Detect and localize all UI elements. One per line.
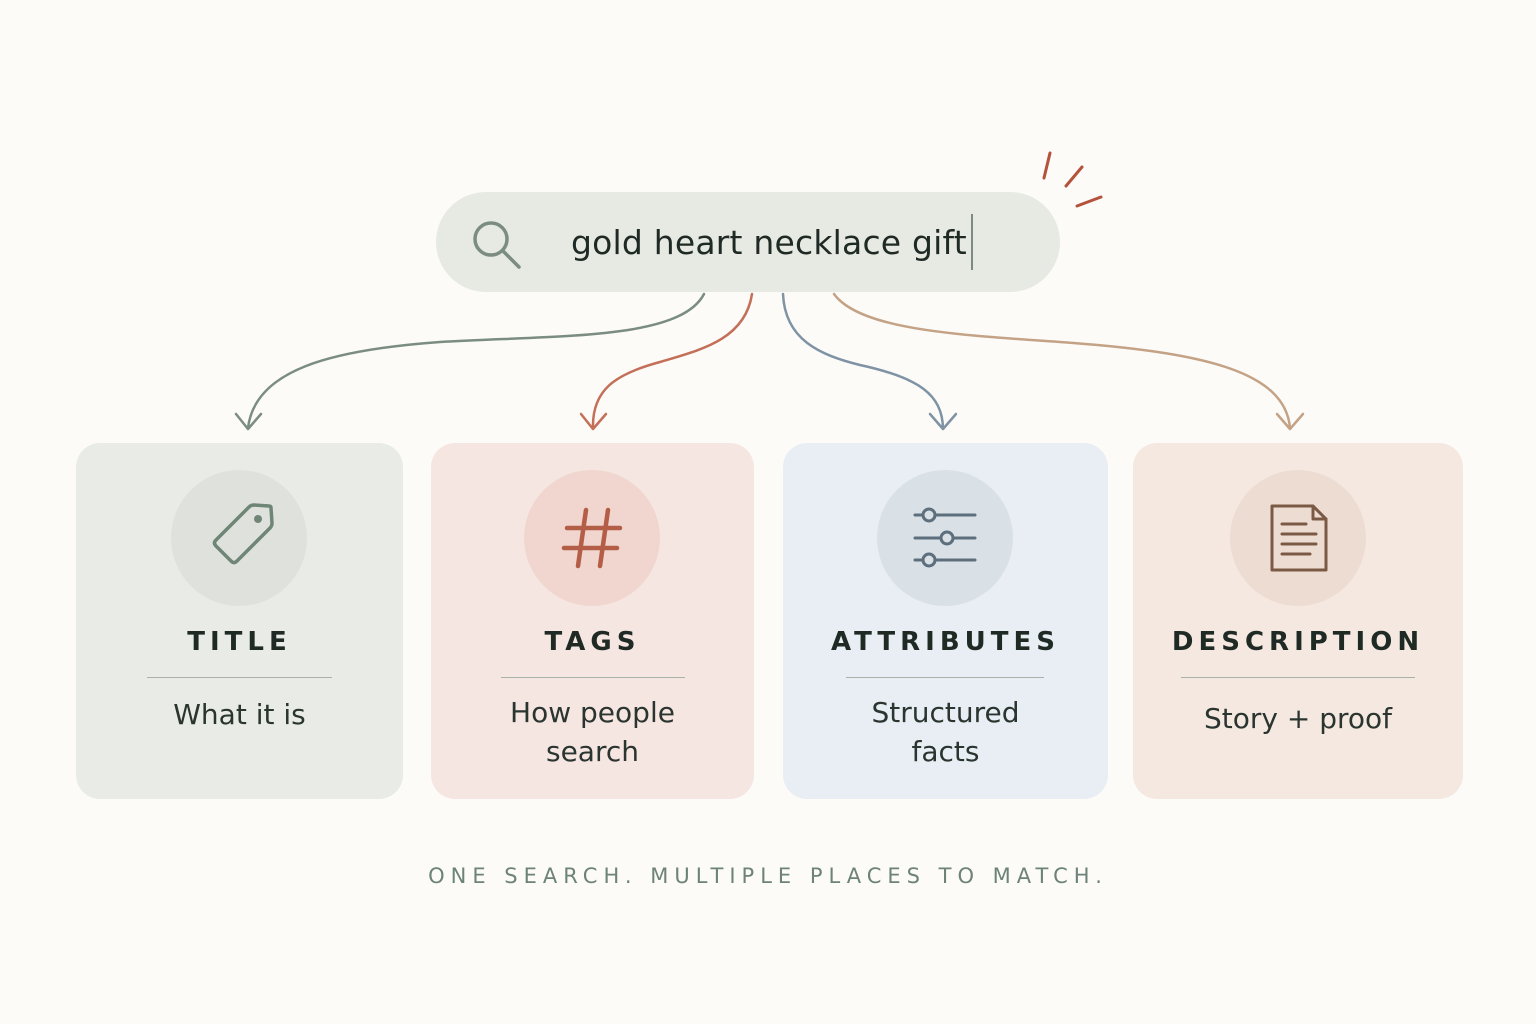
arrowhead-tags [579, 412, 608, 431]
footer-tagline: ONE SEARCH. MULTIPLE PLACES TO MATCH. [428, 864, 1108, 888]
tag-icon [171, 470, 307, 606]
divider [147, 677, 332, 678]
card-caption: What it is [116, 695, 363, 734]
hashtag-icon [524, 470, 660, 606]
caption-line: search [545, 735, 639, 768]
search-bar[interactable] [436, 192, 1060, 292]
caption-line: Story + proof [1203, 702, 1392, 735]
card-caption: Story + proof [1173, 699, 1423, 738]
caption-line: facts [911, 735, 980, 768]
caption-line: Structured [871, 696, 1020, 729]
card-heading: TITLE [187, 627, 292, 657]
card-attributes: ATTRIBUTES Structured facts [783, 443, 1108, 799]
card-tags: TAGS How people search [431, 443, 754, 799]
arrowhead-description [1275, 412, 1305, 431]
caption-line: How people [510, 696, 675, 729]
arrowhead-title [234, 412, 263, 431]
arrow-to-tags [591, 292, 754, 430]
arrow-to-title [246, 292, 706, 430]
search-query[interactable]: gold heart necklace gift [571, 223, 967, 262]
divider [846, 677, 1044, 678]
card-title: TITLE What it is [76, 443, 403, 799]
divider [501, 677, 685, 678]
search-icon [468, 216, 524, 276]
card-heading: TAGS [544, 627, 641, 657]
arrowhead-attributes [928, 412, 958, 431]
card-caption: How people search [471, 693, 714, 771]
caption-line: What it is [173, 698, 306, 731]
card-description: DESCRIPTION Story + proof [1133, 443, 1463, 799]
card-caption: Structured facts [823, 693, 1068, 771]
arrow-to-description [832, 292, 1292, 430]
card-heading: ATTRIBUTES [830, 627, 1061, 657]
divider [1181, 677, 1415, 678]
document-icon [1230, 470, 1366, 606]
text-cursor [971, 214, 973, 270]
sliders-icon [877, 470, 1013, 606]
spark-icon [1042, 151, 1103, 208]
arrow-to-attributes [781, 292, 945, 430]
card-heading: DESCRIPTION [1171, 627, 1425, 657]
